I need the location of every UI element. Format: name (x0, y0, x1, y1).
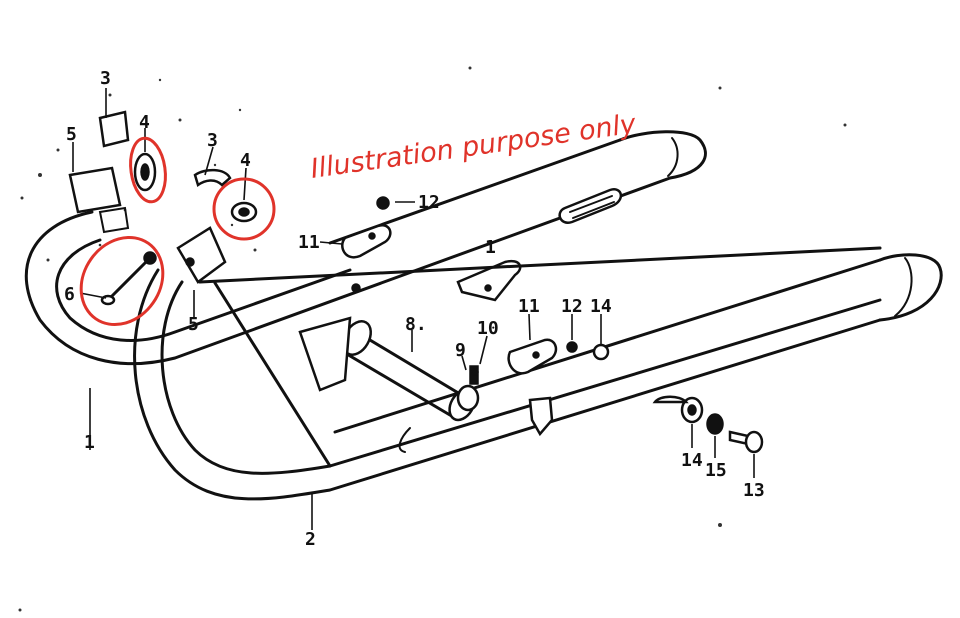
callout-numbers: 1 1 2 3 3 4 4 5 5 6 8. 9 10 11 11 12 12 … (64, 68, 765, 550)
exhaust-pipe-1 (24, 130, 707, 366)
bracket-11-upper (341, 224, 392, 259)
callout-11-upper: 11 (298, 232, 320, 253)
callout-3: 3 (207, 130, 218, 151)
header-clamp (176, 168, 258, 284)
callout-13: 13 (743, 480, 765, 501)
highlight-part-4 (212, 177, 276, 241)
highlight-part-6 (79, 235, 165, 327)
bracket-11-lower (507, 338, 558, 437)
callout-11-lower: 11 (518, 296, 540, 317)
callout-5-bottom: 5 (188, 314, 199, 335)
stud-bolt (100, 251, 157, 306)
header-flange (68, 110, 157, 234)
callout-12-lower: 12 (561, 296, 583, 317)
callout-4: 4 (240, 150, 251, 171)
hardware (351, 196, 764, 454)
callout-4-top: 4 (139, 112, 150, 133)
crossover-pipe-8 (298, 316, 476, 453)
callout-15: 15 (705, 460, 727, 481)
illustration-note: Illustration purpose only (309, 108, 639, 184)
leader-lines (72, 88, 755, 530)
callout-9: 9 (455, 340, 466, 361)
callout-12-upper: 12 (418, 192, 440, 213)
callout-1-tab: 1 (485, 237, 496, 258)
callout-8: 8. (405, 314, 427, 335)
callout-14-lower: 14 (681, 450, 703, 471)
callout-5-left: 5 (66, 124, 77, 145)
highlight-part-4-top (129, 136, 167, 204)
exhaust-pipe-2 (133, 246, 943, 501)
callout-2: 2 (305, 529, 316, 550)
callout-10: 10 (477, 318, 499, 339)
callout-6: 6 (64, 284, 75, 305)
callout-14-upper: 14 (590, 296, 612, 317)
callout-1-left: 1 (84, 432, 95, 453)
callout-3-top: 3 (100, 68, 111, 89)
highlight-circles (79, 136, 276, 327)
